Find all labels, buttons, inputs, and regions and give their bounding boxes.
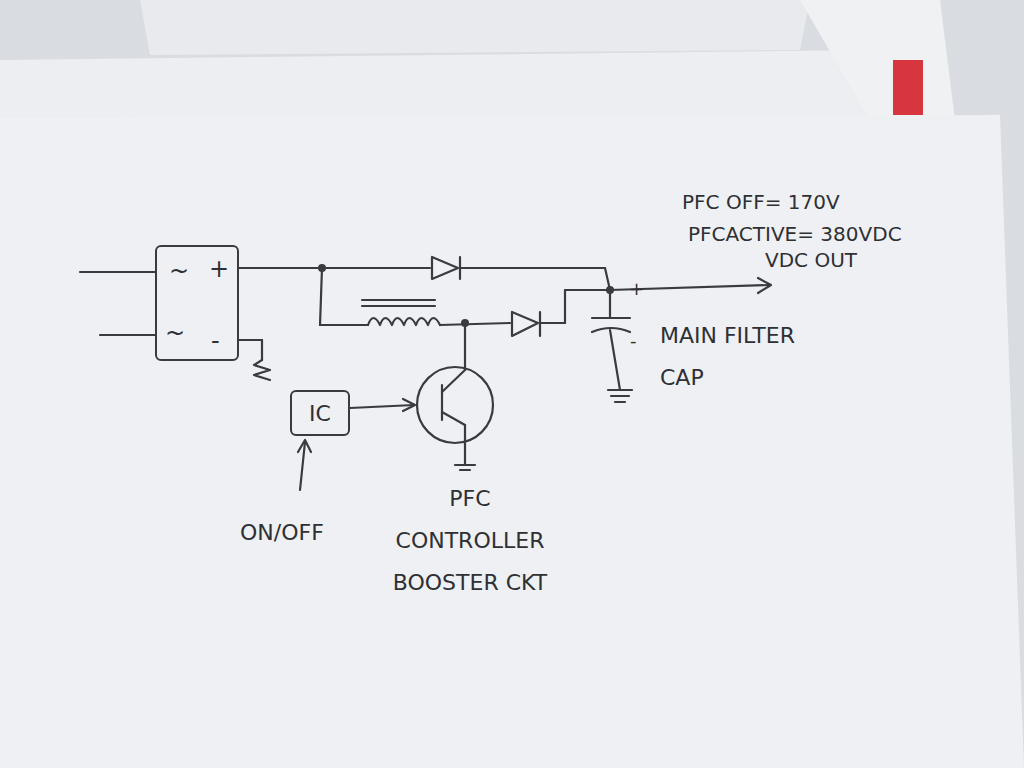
- block-name: PFC CONTROLLER BOOSTER CKT: [372, 478, 568, 603]
- output-label: VDC OUT: [765, 248, 857, 272]
- plus-terminal: +: [209, 255, 229, 283]
- ac-symbol: ~: [169, 257, 189, 285]
- polarity-mark: +: [629, 278, 644, 300]
- note: PFCACTIVE= 380VDC: [688, 222, 902, 246]
- ac-symbol: ~: [165, 319, 185, 347]
- bridge-rectifier-box: ~+~-: [155, 245, 239, 361]
- ic-box: IC: [290, 390, 350, 436]
- signal-name: ON/OFF: [240, 520, 324, 546]
- minus-terminal: -: [211, 327, 220, 355]
- node-label: IC: [309, 401, 331, 426]
- polarity-mark: -: [630, 330, 637, 352]
- part-name: MAIN FILTER CAP: [660, 315, 835, 399]
- note: PFC OFF= 170V: [682, 190, 840, 214]
